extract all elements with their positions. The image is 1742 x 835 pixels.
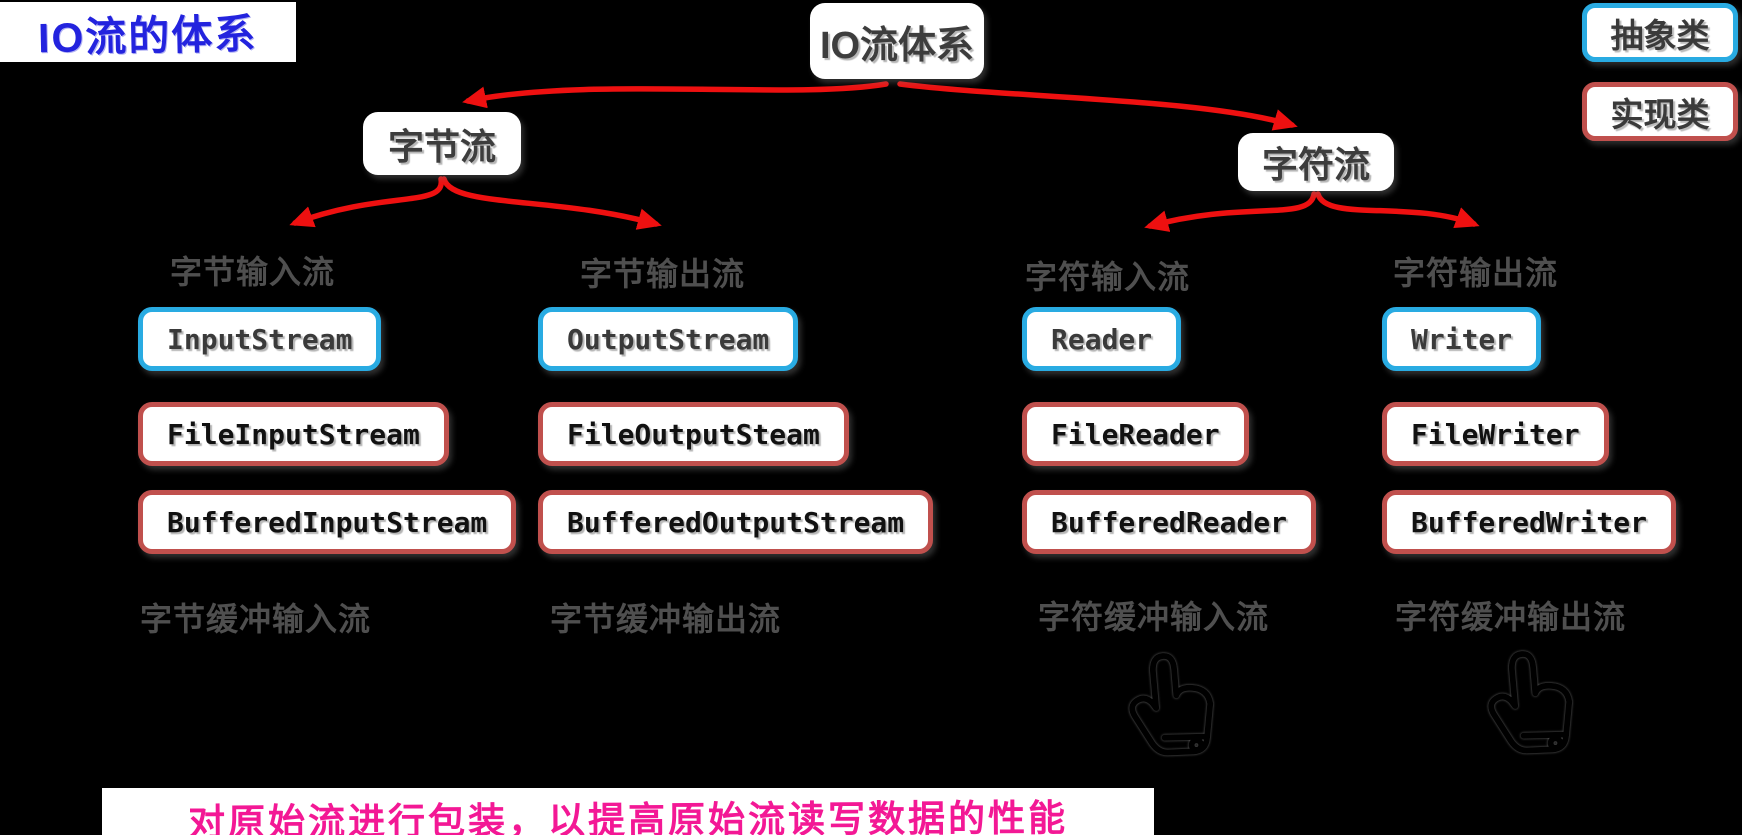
class-box-filewriter: FileWriter (1382, 402, 1609, 466)
arrow-byte-to-input (289, 176, 444, 228)
legend-abstract-class: 抽象类 (1582, 3, 1738, 62)
class-box-bufferedreader: BufferedReader (1022, 490, 1317, 554)
arrow-byte-to-output (441, 176, 662, 230)
page-title: IO流的体系 (0, 2, 296, 62)
caption-char-buffered-output: 字符缓冲输出流 (1395, 599, 1627, 635)
class-box-fileinputstream: FileInputStream (138, 402, 449, 466)
branch-byte-stream: 字节流 (363, 112, 521, 175)
note-box: 对原始流进行包装，以提高原始流读写数据的性能 (102, 788, 1154, 835)
arrow-char-to-input (1144, 191, 1317, 232)
legend-concrete-class: 实现类 (1582, 82, 1738, 141)
class-box-fileoutputsteam: FileOutputSteam (538, 402, 849, 466)
arrow-root-to-char-stream (897, 81, 1298, 131)
class-box-reader: Reader (1022, 307, 1182, 371)
class-box-bufferedinputstream: BufferedInputStream (138, 490, 517, 554)
arrow-char-to-output (1315, 191, 1480, 228)
note-text: 对原始流进行包装，以提高原始流读写数据的性能 (187, 797, 1069, 835)
class-box-inputstream: InputStream (138, 307, 382, 371)
caption-char-output-stream: 字符输出流 (1393, 255, 1559, 291)
caption-byte-output-stream: 字节输出流 (580, 256, 746, 292)
root-node-io-stream-system: IO流体系 (810, 3, 984, 79)
arrow-root-to-byte-stream (462, 81, 889, 109)
caption-byte-input-stream: 字节输入流 (170, 254, 336, 290)
pointing-hand-icon (1488, 651, 1573, 754)
caption-byte-buffered-output: 字节缓冲输出流 (550, 601, 782, 637)
class-box-bufferedwriter: BufferedWriter (1382, 490, 1677, 554)
class-box-bufferedoutputstream: BufferedOutputStream (538, 490, 934, 554)
caption-char-input-stream: 字符输入流 (1025, 259, 1191, 295)
caption-byte-buffered-input: 字节缓冲输入流 (140, 601, 372, 637)
branch-char-stream: 字符流 (1238, 133, 1394, 191)
class-box-filereader: FileReader (1022, 402, 1249, 466)
class-box-writer: Writer (1382, 307, 1542, 371)
caption-char-buffered-input: 字符缓冲输入流 (1038, 599, 1270, 635)
pointing-hand-icon (1129, 653, 1214, 756)
page-title-text: IO流的体系 (37, 10, 259, 62)
class-box-outputstream: OutputStream (538, 307, 799, 371)
